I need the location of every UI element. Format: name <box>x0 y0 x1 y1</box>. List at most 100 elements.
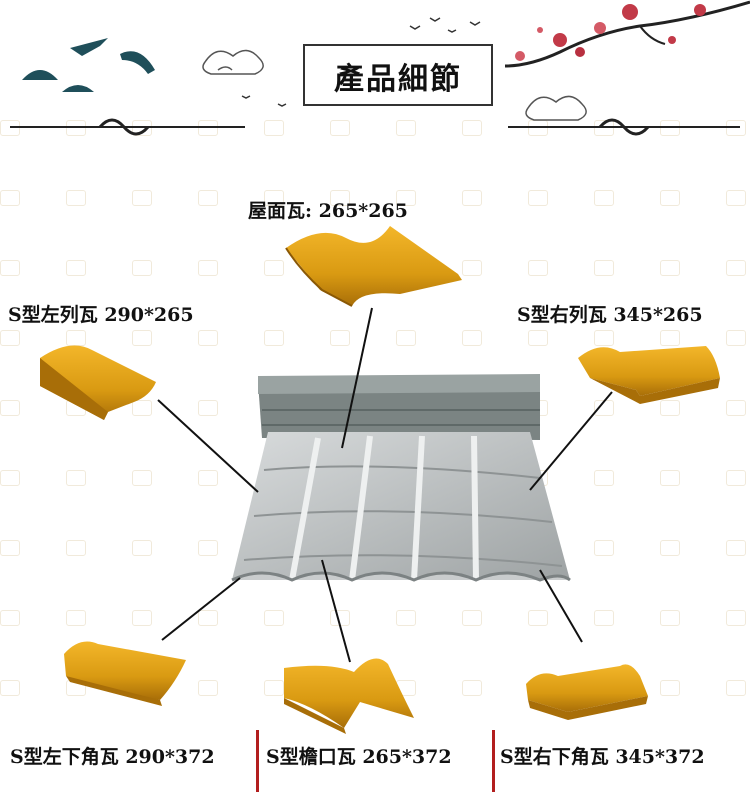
watermark-mark <box>594 540 614 556</box>
watermark-mark <box>198 470 218 486</box>
watermark-mark <box>726 610 746 626</box>
tile-bottom-right-corner <box>526 664 648 720</box>
watermark-mark <box>660 470 680 486</box>
label-bottom-left-tile: S型左下角瓦 290*372 <box>10 746 215 768</box>
watermark-mark <box>198 680 218 696</box>
watermark-mark <box>660 680 680 696</box>
watermark-mark <box>198 190 218 206</box>
wave-cloud-icon <box>22 38 155 92</box>
watermark-mark <box>528 330 548 346</box>
watermark-mark <box>0 190 20 206</box>
cloud-icon-right <box>525 95 587 121</box>
watermark-mark <box>594 610 614 626</box>
plum-blossom-icon <box>504 0 750 68</box>
title-box: 產品細節 <box>303 44 493 106</box>
watermark-mark <box>462 260 482 276</box>
roof-surface <box>231 432 571 582</box>
watermark-mark <box>66 260 86 276</box>
watermark-mark <box>198 400 218 416</box>
watermark-mark <box>0 610 20 626</box>
watermark-mark <box>132 190 152 206</box>
watermark-mark <box>660 610 680 626</box>
watermark-mark <box>462 190 482 206</box>
watermark-mark <box>594 330 614 346</box>
watermark-mark <box>0 260 20 276</box>
watermark-mark <box>0 470 20 486</box>
page-title: 產品細節 <box>334 62 462 97</box>
watermark-mark <box>132 400 152 416</box>
watermark-mark <box>594 260 614 276</box>
watermark-mark <box>660 400 680 416</box>
watermark-mark <box>0 400 20 416</box>
watermark-mark <box>726 190 746 206</box>
watermark-mark <box>660 190 680 206</box>
watermark-mark <box>462 610 482 626</box>
watermark-mark <box>264 680 284 696</box>
watermark-mark <box>66 470 86 486</box>
watermark-mark <box>396 610 416 626</box>
watermark-mark <box>462 120 482 136</box>
birds-icon <box>241 17 481 107</box>
watermark-mark <box>198 540 218 556</box>
watermark-mark <box>660 260 680 276</box>
watermark-mark <box>726 260 746 276</box>
watermark-mark <box>0 330 20 346</box>
watermark-mark <box>132 260 152 276</box>
tile-left-column <box>40 345 156 420</box>
watermark-mark <box>396 190 416 206</box>
watermark-mark <box>0 680 20 696</box>
divider-left <box>256 730 259 792</box>
watermark-mark <box>66 190 86 206</box>
label-right-column-tile: S型右列瓦 345*265 <box>517 304 703 326</box>
watermark-mark <box>132 610 152 626</box>
roof-ridge <box>258 374 540 440</box>
watermark-mark <box>66 330 86 346</box>
watermark-mark <box>726 470 746 486</box>
watermark-mark <box>726 330 746 346</box>
watermark-mark <box>66 540 86 556</box>
watermark-mark <box>264 260 284 276</box>
watermark-mark <box>528 260 548 276</box>
watermark-mark <box>594 470 614 486</box>
watermark-mark <box>198 260 218 276</box>
watermark-mark <box>330 330 350 346</box>
watermark-mark <box>726 680 746 696</box>
watermark-mark <box>264 610 284 626</box>
watermark-mark <box>396 330 416 346</box>
watermark-mark <box>198 330 218 346</box>
watermark-mark <box>132 540 152 556</box>
watermark-mark <box>132 470 152 486</box>
watermark-mark <box>462 680 482 696</box>
watermark-mark <box>198 610 218 626</box>
watermark-mark <box>330 190 350 206</box>
watermark-mark <box>132 330 152 346</box>
watermark-mark <box>0 540 20 556</box>
watermark-mark <box>330 120 350 136</box>
label-bottom-right-tile: S型右下角瓦 345*372 <box>500 746 705 768</box>
cloud-icon <box>202 49 264 75</box>
connector-lines <box>157 307 613 663</box>
watermark-mark <box>660 540 680 556</box>
watermark-mark <box>462 330 482 346</box>
label-eave-tile: S型檐口瓦 265*372 <box>266 746 452 768</box>
watermark-mark <box>66 610 86 626</box>
watermark-mark <box>660 330 680 346</box>
watermark-mark <box>396 120 416 136</box>
divider-right <box>492 730 495 792</box>
tile-bottom-left-corner <box>64 641 186 706</box>
tile-eave <box>284 658 414 734</box>
watermark-mark <box>264 330 284 346</box>
tile-right-column <box>578 346 720 404</box>
watermark-mark <box>528 190 548 206</box>
watermark-mark <box>594 190 614 206</box>
watermark-mark <box>264 190 284 206</box>
watermark-mark <box>264 120 284 136</box>
tile-roof-face <box>285 226 462 307</box>
watermark-mark <box>726 400 746 416</box>
watermark-mark <box>528 610 548 626</box>
header-decoration <box>10 0 750 136</box>
watermark-mark <box>726 540 746 556</box>
label-left-column-tile: S型左列瓦 290*265 <box>8 304 194 326</box>
label-roof-face-tile: 屋面瓦: 265*265 <box>248 200 408 222</box>
